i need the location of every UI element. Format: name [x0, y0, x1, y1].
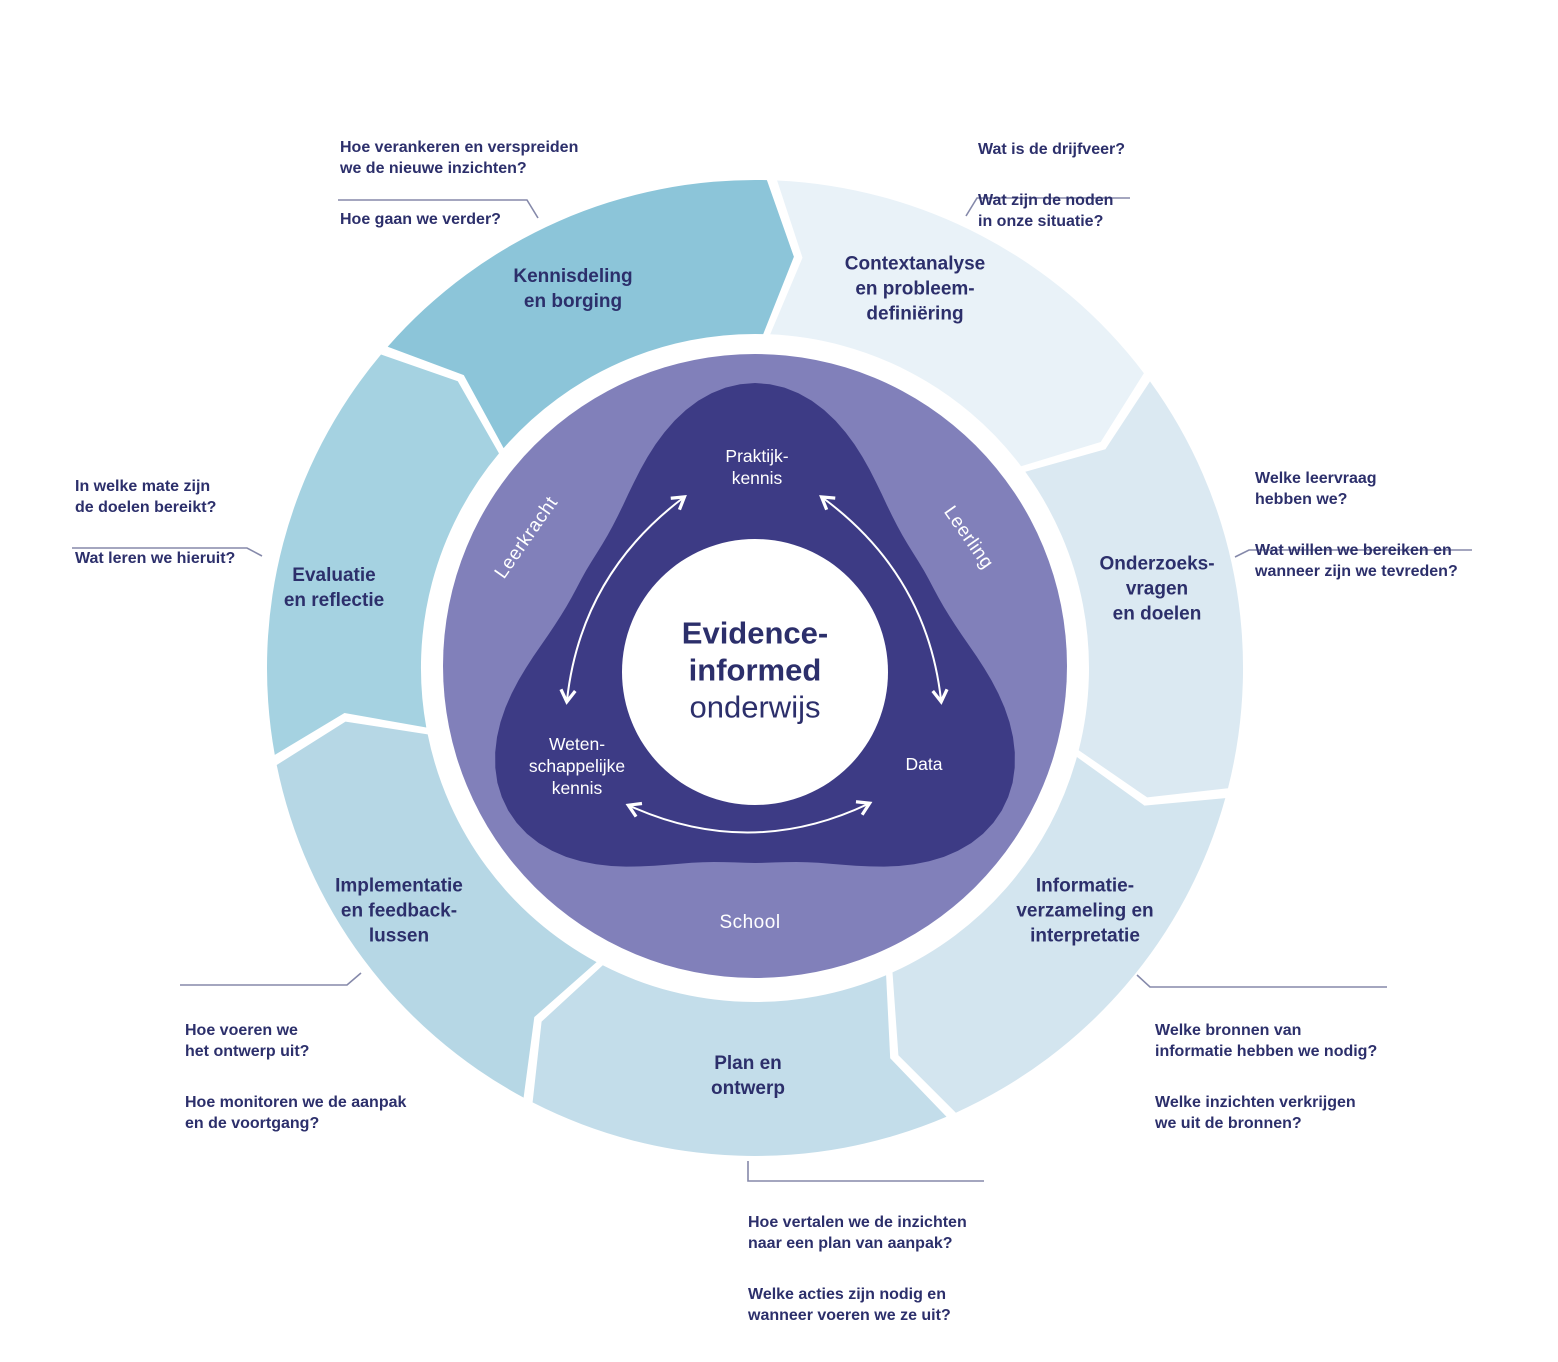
- arrow-wetenschappelijk-data: [625, 800, 873, 834]
- segment-onderzoeksvragen: [1025, 381, 1244, 798]
- segment-plan-en-ontwerp: [532, 965, 947, 1156]
- annotation-right: Welke leervraag hebben we? Wat willen we…: [1255, 447, 1458, 603]
- cycle-ring: [266, 179, 1244, 1156]
- annotation-topleft: Hoe verankeren en verspreiden we de nieu…: [340, 116, 578, 251]
- annotation-question: Hoe monitoren we de aanpak en de voortga…: [185, 1094, 407, 1132]
- segment-label-contextanalyse: Contextanalyse en probleem- definiëring: [844, 253, 986, 325]
- arrow-praktijk-wetenschappelijk: [559, 495, 687, 705]
- annotation-question: In welke mate zijn de doelen bereikt?: [75, 478, 217, 516]
- arrow-praktijk-data: [819, 495, 949, 705]
- annotation-question: Welke bronnen van informatie hebben we n…: [1155, 1022, 1378, 1060]
- annotation-bottomleft: Hoe voeren we het ontwerp uit? Hoe monit…: [185, 999, 406, 1155]
- center-title: Evidence- informed onderwijs: [682, 615, 828, 726]
- segment-label-implementatie: Implementatie en feedback- lussen: [335, 875, 463, 947]
- annotation-question: Welke inzichten verkrijgen we uit de bro…: [1155, 1094, 1356, 1132]
- segment-kennisdeling: [387, 179, 794, 449]
- segment-label-onderzoeksvragen: Onderzoeks- vragen en doelen: [1099, 553, 1215, 625]
- segment-label-kennisdeling: Kennisdeling en borging: [513, 266, 633, 312]
- ring-label-school: School: [719, 912, 781, 933]
- knowledge-arrows: [559, 495, 949, 834]
- leader-line-left: [72, 547, 263, 557]
- segment-informatieverzameling: [892, 757, 1226, 1113]
- annotation-question: Hoe voeren we het ontwerp uit?: [185, 1022, 310, 1060]
- annotation-question: Wat is de drijfveer?: [978, 141, 1125, 158]
- annotation-topright: Wat is de drijfveer? Wat zijn de noden i…: [978, 118, 1125, 253]
- center-title-line2: informed: [688, 652, 822, 688]
- center-title-line3: onderwijs: [689, 689, 821, 725]
- annotation-question: Wat leren we hieruit?: [75, 550, 236, 567]
- leader-line-bottom: [747, 1161, 984, 1182]
- segment-evaluatie: [266, 354, 499, 755]
- leader-line-topright: [965, 197, 1130, 217]
- leader-lines: [72, 197, 1472, 1182]
- annotation-bottomright: Welke bronnen van informatie hebben we n…: [1155, 999, 1377, 1155]
- segment-label-informatieverzameling: Informatie- verzameling en interpretatie: [1016, 875, 1154, 947]
- annotation-question: Welke acties zijn nodig en wanneer voere…: [748, 1286, 951, 1324]
- triangle-label-wetenschappelijke-kennis: Weten- schappelijke kennis: [528, 734, 626, 798]
- segment-contextanalyse: [770, 180, 1144, 467]
- leader-line-right: [1234, 549, 1472, 558]
- leader-line-bottomright: [1136, 974, 1387, 988]
- triangle-label-praktijkkennis: Praktijk- kennis: [725, 446, 789, 488]
- segment-label-plan-en-ontwerp: Plan en ontwerp: [711, 1053, 785, 1099]
- annotation-question: Welke leervraag hebben we?: [1255, 470, 1377, 508]
- triangle-label-data: Data: [905, 754, 943, 774]
- segment-implementatie: [276, 721, 597, 1098]
- leader-line-bottomleft: [180, 972, 362, 986]
- annotation-question: Wat zijn de noden in onze situatie?: [978, 192, 1114, 230]
- annotation-question: Hoe vertalen we de inzichten naar een pl…: [748, 1214, 967, 1252]
- annotation-question: Hoe gaan we verder?: [340, 211, 501, 228]
- center-title-line1: Evidence-: [681, 615, 829, 651]
- segment-label-evaluatie: Evaluatie en reflectie: [283, 565, 385, 611]
- annotation-bottom: Hoe vertalen we de inzichten naar een pl…: [748, 1191, 967, 1347]
- leader-line-topleft: [338, 199, 539, 219]
- annotation-question: Hoe verankeren en verspreiden we de nieu…: [340, 139, 579, 177]
- annotation-question: Wat willen we bereiken en wanneer zijn w…: [1255, 542, 1458, 580]
- annotation-left: In welke mate zijn de doelen bereikt? Wa…: [75, 455, 235, 590]
